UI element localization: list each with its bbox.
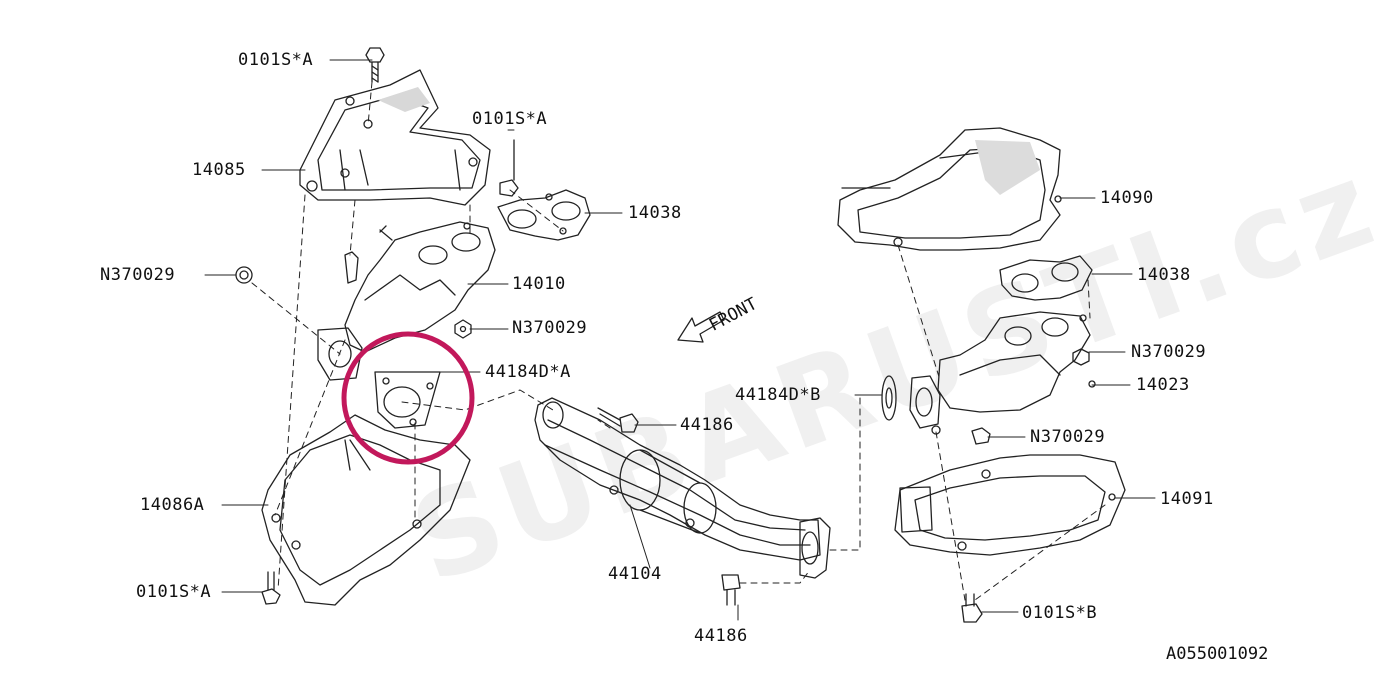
gasket-44184d-b <box>881 375 897 421</box>
label-bolt-44186-bottom: 44186 <box>694 626 748 646</box>
label-pipe-44104: 44104 <box>608 564 662 584</box>
front-arrow <box>677 311 725 343</box>
bolt-mid-left <box>499 139 519 197</box>
label-bolt-bottom-right: 0101S*B <box>1022 603 1098 623</box>
label-nut-left: N370029 <box>100 265 176 285</box>
bolt-44186-top <box>597 407 639 433</box>
leader-lines <box>204 59 1156 621</box>
label-nut-right-bottom: N370029 <box>1030 427 1106 447</box>
heat-shield-14091 <box>894 454 1126 556</box>
exhaust-manifold-14023 <box>937 311 1096 413</box>
flange-right <box>909 375 941 435</box>
label-gasket-44184d-b: 44184D*B <box>735 385 821 405</box>
gasket-44184d-a <box>374 371 441 429</box>
nut-right-top <box>1072 348 1090 366</box>
label-cover-14085: 14085 <box>192 160 246 180</box>
front-pipe-44104 <box>534 397 831 579</box>
nut-mid <box>454 319 472 339</box>
catalog-code: A055001092 <box>1166 644 1269 664</box>
label-cover-14086a: 14086A <box>140 495 205 515</box>
label-bolt-mid: 0101S*A <box>472 109 548 129</box>
label-gasket-14038-right: 14038 <box>1137 265 1191 285</box>
label-gasket-44184d-a: 44184D*A <box>485 362 571 382</box>
nut-left <box>235 266 253 284</box>
label-cover-14090: 14090 <box>1100 188 1154 208</box>
label-nut-right-top: N370029 <box>1131 342 1207 362</box>
exhaust-manifold-14010 <box>344 221 496 353</box>
highlight-circle <box>341 331 475 465</box>
label-bolt-bottom-left: 0101S*A <box>136 582 212 602</box>
bolt-bottom-right <box>961 593 983 623</box>
label-manifold-14023: 14023 <box>1136 375 1190 395</box>
label-manifold-14010: 14010 <box>512 274 566 294</box>
bolt-44186-bottom <box>721 574 741 606</box>
assembly-dashed-lines <box>251 81 1106 601</box>
label-bolt-top: 0101S*A <box>238 50 314 70</box>
heat-shield-14085 <box>299 69 491 206</box>
heat-shield-14090 <box>837 127 1062 251</box>
bolt-bottom-left <box>261 571 281 605</box>
label-nut-mid: N370029 <box>512 318 588 338</box>
label-gasket-14038-left: 14038 <box>628 203 682 223</box>
gasket-14038-left <box>497 189 591 241</box>
nut-right-bottom <box>971 427 991 445</box>
bolt-top-left <box>365 47 385 83</box>
gasket-14038-right <box>999 255 1093 301</box>
label-cover-14091: 14091 <box>1160 489 1214 509</box>
label-bolt-44186-top: 44186 <box>680 415 734 435</box>
flange-left <box>317 327 363 381</box>
